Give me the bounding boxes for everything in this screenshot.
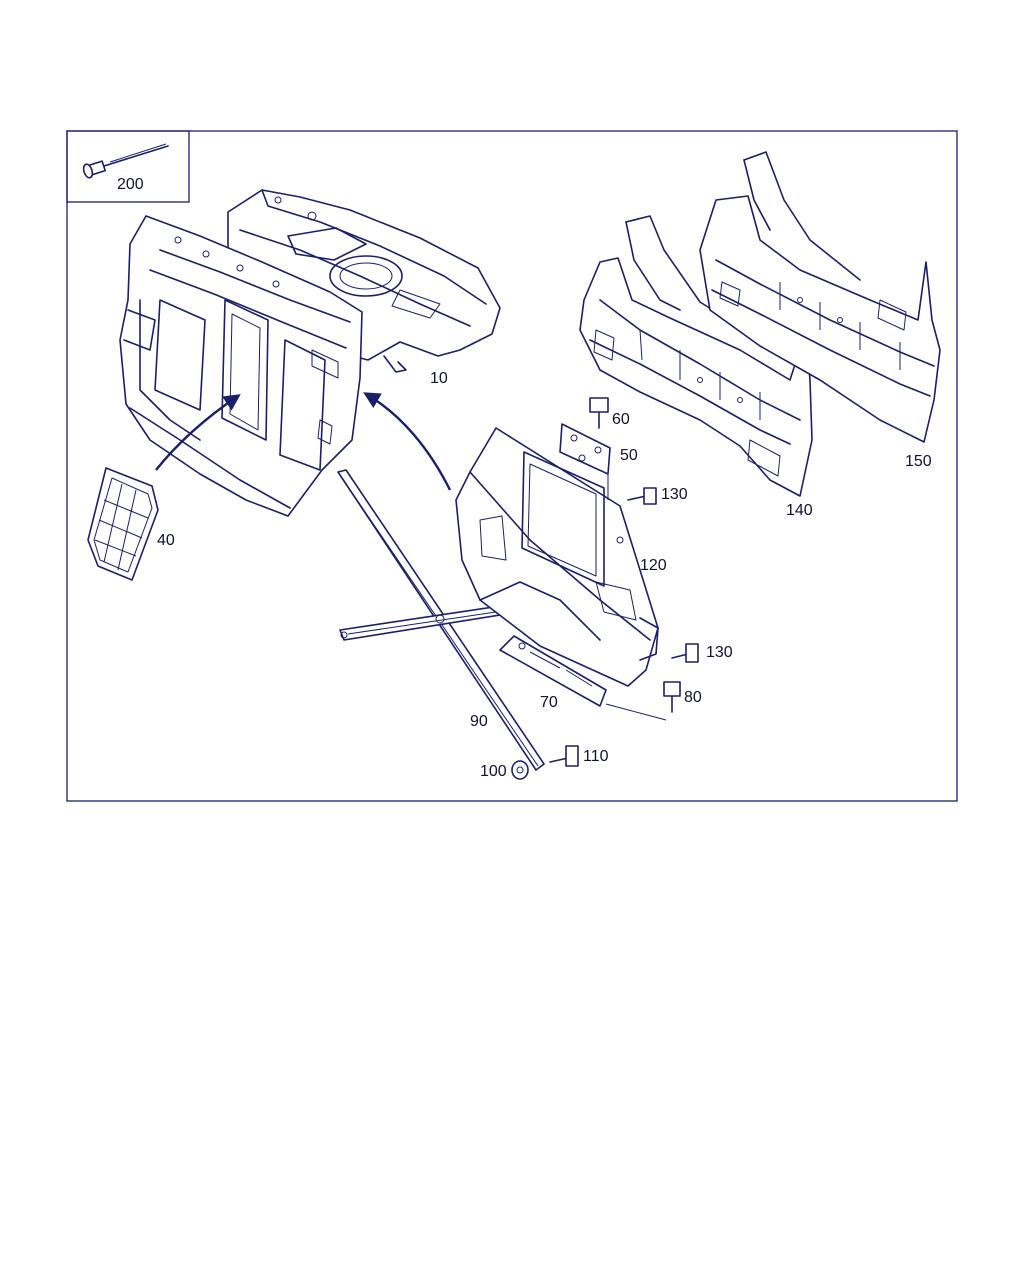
plate-50 <box>559 423 611 500</box>
label-10: 10 <box>430 370 448 387</box>
label-40: 40 <box>157 532 175 549</box>
bolt-130-upper <box>627 487 657 505</box>
bolt-80 <box>663 681 681 713</box>
arrow-40-to-panel <box>155 394 241 471</box>
nut-100 <box>511 760 529 780</box>
rear-wall-body <box>119 215 363 517</box>
bolt-110 <box>549 745 579 767</box>
side-member-140 <box>579 215 813 497</box>
label-130-upper: 130 <box>661 486 688 503</box>
label-60: 60 <box>612 411 630 428</box>
grille-40 <box>87 467 159 581</box>
bolt-130-lower <box>671 643 699 663</box>
bolt-60 <box>589 397 609 429</box>
label-130-lower: 130 <box>706 644 733 661</box>
label-70: 70 <box>540 694 558 711</box>
label-120: 120 <box>640 557 667 574</box>
bracket-70 <box>499 635 667 721</box>
label-50: 50 <box>620 447 638 464</box>
rivet-200 <box>82 143 169 179</box>
side-member-150 <box>699 151 941 443</box>
diagram-frame <box>66 130 958 802</box>
bracket-120 <box>455 427 659 687</box>
inset-box <box>66 130 190 203</box>
label-110: 110 <box>583 748 609 765</box>
label-80: 80 <box>684 689 702 706</box>
label-90: 90 <box>470 713 488 730</box>
label-200: 200 <box>117 176 144 193</box>
label-150: 150 <box>905 453 932 470</box>
label-140: 140 <box>786 502 813 519</box>
label-100: 100 <box>480 763 507 780</box>
arrow-120-to-panel <box>363 392 452 491</box>
